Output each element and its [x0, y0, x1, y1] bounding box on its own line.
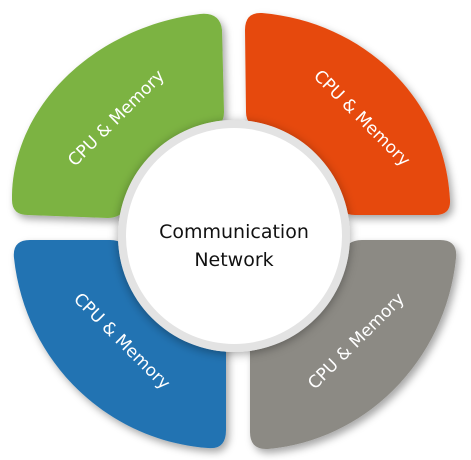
segment-top-right-shape — [245, 12, 451, 215]
segment-bottom-left — [13, 240, 226, 449]
center-hub: Communication Network — [118, 120, 350, 352]
segment-top-left — [12, 13, 224, 218]
center-label-line1: Communication — [159, 221, 309, 243]
segment-bottom-left-shape — [13, 240, 226, 449]
center-label-line2: Network — [194, 249, 273, 271]
center-circle — [126, 128, 342, 344]
segment-top-left-shape — [12, 13, 224, 218]
segment-bottom-right — [250, 240, 457, 450]
segment-top-right — [245, 12, 451, 215]
segment-bottom-right-shape — [250, 240, 457, 450]
